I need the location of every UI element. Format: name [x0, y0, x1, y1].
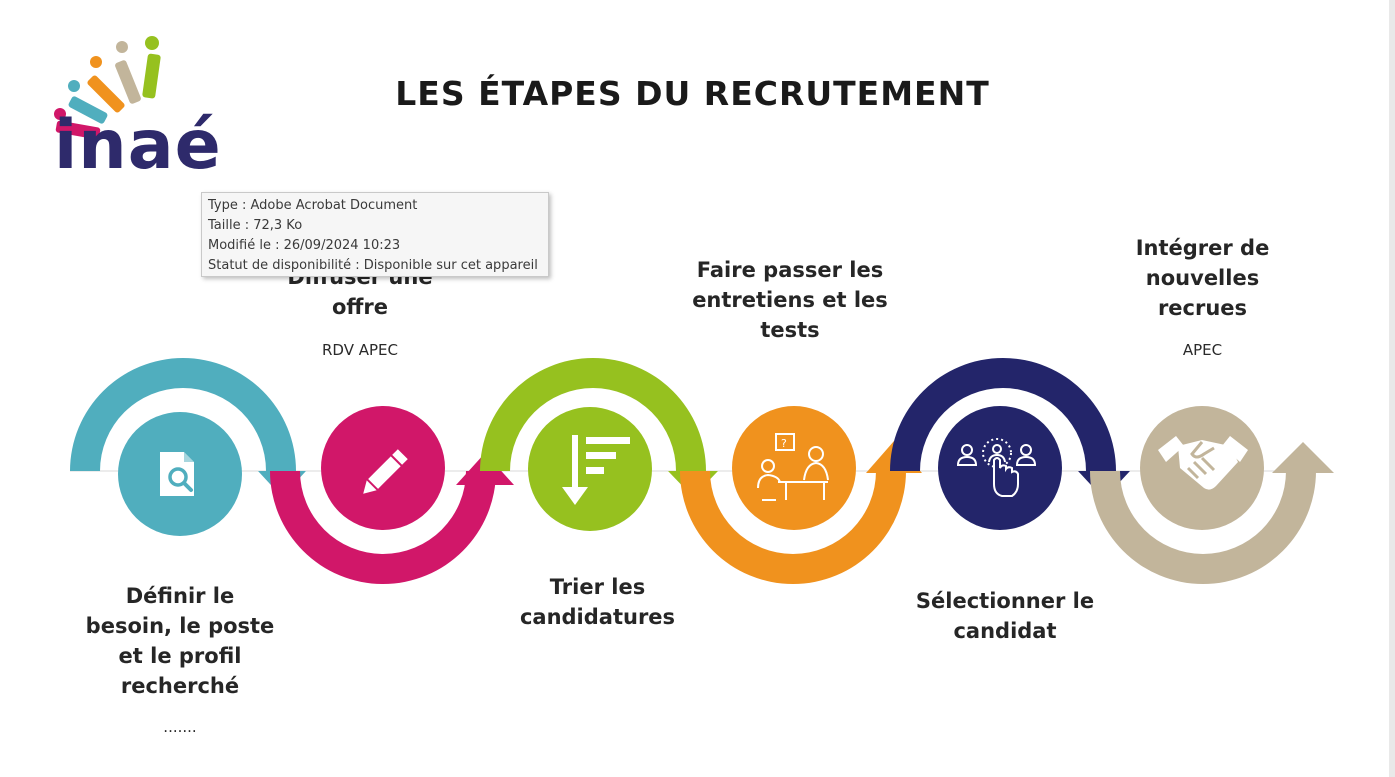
arrow-step-6	[1272, 442, 1334, 473]
interview-icon: ?	[757, 433, 829, 501]
arc-step-2	[270, 471, 496, 584]
arc-step-1	[70, 358, 296, 471]
page-title: LES ÉTAPES DU RECRUTEMENT	[395, 74, 990, 113]
handshake-icon	[1158, 436, 1248, 490]
document-search-icon	[160, 452, 194, 496]
inae-logo	[54, 36, 161, 140]
arc-step-5	[890, 358, 1116, 471]
svg-text:?: ?	[781, 437, 787, 450]
file-info-tooltip: Type : Adobe Acrobat Document Taille : 7…	[201, 192, 549, 277]
tooltip-size: Taille : 72,3 Ko	[208, 218, 303, 233]
step-sub-2: RDV APEC	[322, 341, 398, 359]
select-candidate-icon	[956, 438, 1037, 497]
tooltip-modified: Modifié le : 26/09/2024 10:23	[208, 238, 401, 253]
arc-step-3	[480, 358, 706, 471]
step-label-3: Trier les candidatures	[519, 575, 676, 629]
tooltip-status: Statut de disponibilité : Disponible sur…	[208, 258, 538, 273]
window-edge	[1389, 0, 1395, 777]
step-label-5: Sélectionner le candidat	[915, 589, 1095, 643]
step-sub-1: .......	[163, 718, 197, 736]
step-label-4: Faire passer les entretiens et les tests	[692, 258, 888, 342]
step-label-1: Définir le besoin, le poste et le profil…	[85, 584, 275, 698]
pencil-icon	[363, 449, 408, 494]
step-label-6: Intégrer de nouvelles recrues	[1135, 236, 1270, 320]
logo-wordmark: inaé	[54, 106, 222, 185]
step-sub-6: APEC	[1182, 341, 1223, 359]
arc-step-4	[680, 471, 906, 584]
arc-step-6	[1090, 471, 1316, 584]
tooltip-type: Type : Adobe Acrobat Document	[208, 198, 418, 213]
step-circle-4	[732, 406, 856, 530]
sort-list-icon	[562, 435, 630, 505]
